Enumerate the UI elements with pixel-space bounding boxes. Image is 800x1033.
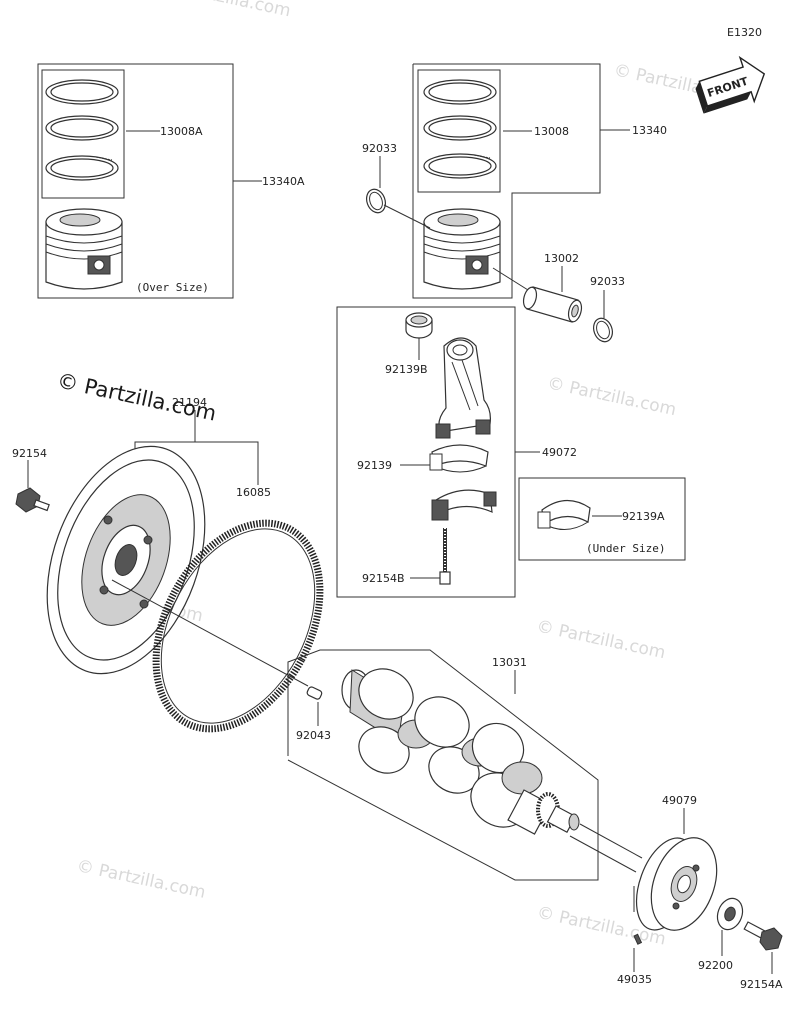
part-label: 92139B	[385, 363, 428, 376]
watermark-faint: © Partzilla.com	[535, 616, 667, 663]
piston-set-oversize: 13008A 13340A (Over Size)	[37, 63, 305, 299]
part-label: 49072	[542, 446, 577, 459]
piston-icon	[45, 208, 123, 290]
piston-pin-icon	[522, 286, 583, 323]
part-label: 92139	[357, 459, 392, 472]
part-label: 13031	[492, 656, 527, 669]
dowel-pin-icon	[306, 686, 323, 700]
part-label: 13340	[632, 124, 667, 137]
connecting-rod-set: 92139B 92139 92154B 490	[336, 306, 577, 598]
bearing-shell-icon	[429, 444, 489, 473]
part-label: 49079	[662, 794, 697, 807]
watermark-faint: © Partzilla.com	[75, 856, 207, 903]
part-label: 13008	[534, 125, 569, 138]
bearing-undersize: 92139A (Under Size)	[518, 477, 686, 561]
circlip-icon	[592, 317, 614, 343]
part-label: 92033	[590, 275, 625, 288]
circlip-icon	[365, 188, 387, 214]
part-label: 49035	[617, 973, 652, 986]
flywheel-icon	[46, 445, 206, 675]
oversize-note: (Over Size)	[136, 281, 209, 294]
watermark-faint: © Partzilla.com	[545, 373, 677, 420]
part-label: 16085	[236, 486, 271, 499]
part-label: 92033	[362, 142, 397, 155]
watermark-faint: © Partzilla.com	[160, 0, 292, 21]
part-label: 92200	[698, 959, 733, 972]
part-label: 92154	[12, 447, 47, 460]
flywheel-bolt-icon	[15, 487, 50, 513]
key-icon	[633, 933, 643, 945]
diagram-code: E1320	[727, 26, 762, 39]
connecting-rod-icon	[435, 337, 491, 439]
pulley-bolt-icon	[743, 921, 783, 951]
small-end-bushing-icon	[405, 312, 433, 339]
rod-cap-icon	[431, 489, 497, 521]
piston-ring-icon	[45, 79, 119, 181]
bearing-shell-icon	[537, 499, 591, 530]
front-arrow-icon: FRONT	[695, 55, 766, 114]
part-label: 13340A	[262, 175, 305, 188]
pulley-icon	[635, 837, 718, 931]
crankshaft-icon	[341, 668, 580, 835]
rod-bolt-icon	[439, 528, 451, 585]
part-label: 13002	[544, 252, 579, 265]
part-label: 92043	[296, 729, 331, 742]
part-label: 13008A	[160, 125, 203, 138]
part-label: 92154A	[740, 978, 783, 991]
piston-icon	[423, 208, 501, 290]
part-label: 92154B	[362, 572, 405, 585]
piston-ring-icon	[423, 79, 497, 179]
piston-set-standard: 13008 13340 92033 13002 92033	[362, 63, 667, 343]
washer-icon	[716, 897, 744, 931]
flywheel-group: © Partzilla.com 21194 16085 92154	[12, 368, 331, 742]
crankshaft-group: 13031	[287, 649, 643, 881]
ring-gear-icon	[152, 519, 324, 733]
part-label: 92139A	[622, 510, 665, 523]
undersize-note: (Under Size)	[586, 542, 665, 555]
pulley-group: 49079 49035 92200 92154A	[617, 794, 783, 991]
part-label: 21194	[172, 396, 207, 409]
